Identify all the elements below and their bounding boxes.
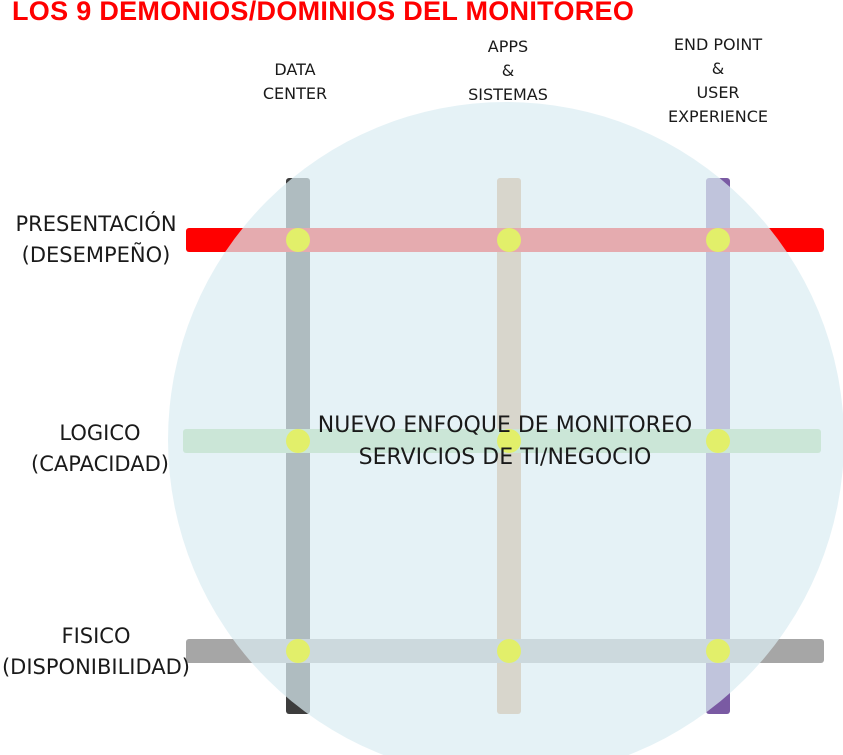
diagram-title: LOS 9 DEMONIOS/DOMINIOS DEL MONITOREO <box>12 0 635 26</box>
row-label-line: FISICO <box>61 624 131 648</box>
node-presentacion-apps-sistemas <box>497 228 521 252</box>
row-label-line: (DISPONIBILIDAD) <box>1 655 190 679</box>
row-label-logico: LOGICO (CAPACIDAD) <box>0 418 200 480</box>
node-presentacion-data-center <box>286 228 310 252</box>
center-caption-line: NUEVO ENFOQUE DE MONITOREO <box>317 413 693 438</box>
node-fisico-data-center <box>286 639 310 663</box>
node-presentacion-end-point <box>706 228 730 252</box>
row-label-fisico: FISICO (DISPONIBILIDAD) <box>0 621 192 683</box>
center-caption: NUEVO ENFOQUE DE MONITOREO SERVICIOS DE … <box>290 410 720 474</box>
column-label-line: CENTER <box>262 84 328 103</box>
column-label-line: USER <box>696 83 740 102</box>
node-fisico-end-point <box>706 639 730 663</box>
column-label-end-point: END POINT & USER EXPERIENCE <box>648 33 788 129</box>
column-label-line: APPS <box>487 37 529 56</box>
row-label-line: PRESENTACIÓN <box>15 212 177 236</box>
column-label-data-center: DATA CENTER <box>235 58 355 106</box>
row-label-presentacion: PRESENTACIÓN (DESEMPEÑO) <box>0 209 192 271</box>
monitoring-scope-circle <box>168 102 843 755</box>
row-label-line: (DESEMPEÑO) <box>21 243 171 267</box>
column-label-line: EXPERIENCE <box>667 107 769 126</box>
row-label-line: LOGICO <box>59 421 141 445</box>
column-label-line: END POINT <box>673 35 763 54</box>
center-caption-line: SERVICIOS DE TI/NEGOCIO <box>358 445 652 470</box>
node-logico-apps-sistemas <box>497 429 521 453</box>
column-label-line: & <box>711 59 725 78</box>
node-fisico-apps-sistemas <box>497 639 521 663</box>
column-label-line: DATA <box>274 60 316 79</box>
column-label-line: SISTEMAS <box>468 85 548 104</box>
row-label-line: (CAPACIDAD) <box>31 452 169 476</box>
column-label-apps-sistemas: APPS & SISTEMAS <box>448 35 568 107</box>
column-label-line: & <box>501 61 515 80</box>
node-logico-data-center <box>286 429 310 453</box>
node-logico-end-point <box>706 429 730 453</box>
